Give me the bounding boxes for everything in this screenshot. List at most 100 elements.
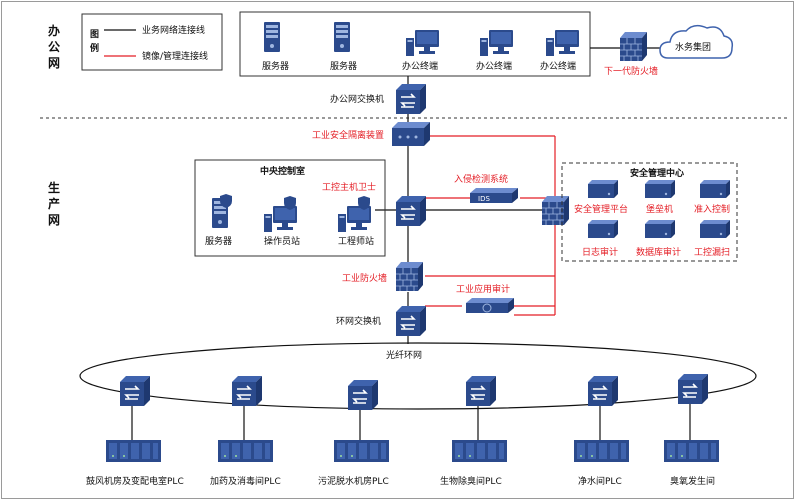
cloud-label: 水务集团	[675, 41, 711, 53]
office-device-box	[239, 11, 591, 77]
ring-node-3[interactable]	[347, 379, 379, 440]
server-icon	[334, 22, 350, 52]
industrial-firewall-label: 工业防火墙	[342, 272, 387, 284]
ring-node-1[interactable]	[119, 375, 151, 440]
control-room-box	[194, 159, 386, 257]
server-icon	[264, 22, 280, 52]
plc-rack-icon	[574, 440, 629, 462]
plc-rack-icon	[664, 440, 719, 462]
terminal-icon	[406, 30, 439, 56]
plc-4[interactable]: 生物除臭间PLC	[440, 440, 507, 487]
app-audit-label: 工业应用审计	[456, 283, 510, 295]
plc-5-label: 净水间PLC	[578, 475, 622, 487]
water-group-cloud[interactable]: 水务集团	[659, 24, 734, 59]
plc-4-label: 生物除臭间PLC	[440, 475, 502, 487]
plc-6[interactable]: 臭氧发生间	[664, 440, 719, 487]
security-platform[interactable]: 安全管理平台	[574, 180, 628, 215]
legend-title-1: 图	[90, 29, 99, 40]
ring-node-6[interactable]	[677, 373, 709, 440]
isolation-device[interactable]: 工业安全隔离装置	[312, 122, 430, 146]
plc-1-label: 鼓风机房及变配电室PLC	[86, 475, 184, 487]
vulnerability-scanner[interactable]: 工控漏扫	[694, 220, 730, 258]
ring-node-4[interactable]	[465, 375, 497, 440]
control-room-server-label: 服务器	[205, 235, 232, 247]
plc-3-label: 污泥脱水机房PLC	[318, 475, 389, 487]
bastion-host-label: 堡垒机	[646, 203, 673, 215]
legend: 图 例 业务网络连接线 镜像/管理连接线	[81, 13, 223, 71]
bastion-host[interactable]: 堡垒机	[645, 180, 675, 215]
office-terminal-3-label: 办公终端	[540, 60, 576, 72]
ids-appliance[interactable]: 入侵检测系统 IDS	[454, 173, 518, 203]
log-audit-label: 日志审计	[582, 246, 618, 258]
zone-label-office-3: 网	[48, 56, 60, 70]
zone-label-prod-3: 网	[48, 213, 60, 227]
management-lines	[425, 135, 556, 316]
plc-1[interactable]: 鼓风机房及变配电室PLC	[86, 440, 184, 487]
next-gen-firewall[interactable]: 下一代防火墙	[604, 31, 658, 77]
office-terminal-1-label: 办公终端	[402, 60, 438, 72]
ring-switch-label: 环网交换机	[336, 315, 381, 327]
database-audit-icon	[645, 220, 675, 238]
control-room-title: 中央控制室	[260, 165, 305, 177]
security-platform-icon	[588, 180, 618, 198]
cloud-icon	[659, 24, 734, 59]
engineer-station-label: 工程师站	[338, 235, 374, 247]
switch-icon	[395, 83, 427, 115]
office-server-2[interactable]: 服务器	[330, 22, 357, 72]
engineer-station[interactable]: 工程师站	[338, 196, 374, 247]
firewall-icon	[619, 31, 648, 62]
ids-label: 入侵检测系统	[454, 173, 508, 185]
plc-rack-icon	[218, 440, 273, 462]
security-center-title: 安全管理中心	[630, 167, 684, 179]
office-server-2-label: 服务器	[330, 60, 357, 72]
host-guard-label: 工控主机卫士	[322, 181, 376, 193]
office-server-1[interactable]: 服务器	[262, 22, 289, 72]
switch-icon	[465, 375, 497, 407]
ring-node-5[interactable]	[587, 375, 619, 440]
log-audit[interactable]: 日志审计	[582, 220, 618, 258]
switch-icon	[587, 375, 619, 407]
globe-icon	[482, 303, 492, 313]
plc-3[interactable]: 污泥脱水机房PLC	[318, 440, 389, 487]
plc-2[interactable]: 加药及消毒间PLC	[210, 440, 281, 487]
access-control-label: 准入控制	[694, 203, 730, 215]
switch-icon	[347, 379, 379, 411]
industrial-firewall[interactable]: 工业防火墙	[342, 261, 424, 292]
ring-switch[interactable]: 环网交换机	[336, 305, 427, 337]
core-switch[interactable]	[395, 195, 427, 227]
zone-label-office-2: 公	[48, 40, 60, 54]
legend-title-2: 例	[90, 42, 99, 54]
operator-station-label: 操作员站	[264, 235, 300, 247]
access-control[interactable]: 准入控制	[694, 180, 730, 215]
database-audit-label: 数据库审计	[636, 246, 681, 258]
control-room-server[interactable]: 服务器	[205, 194, 232, 247]
ring-node-2[interactable]	[231, 375, 263, 440]
ids-badge: IDS	[478, 195, 490, 203]
mgmt-firewall[interactable]	[541, 195, 570, 226]
plc-6-label: 臭氧发生间	[670, 475, 715, 487]
database-audit[interactable]: 数据库审计	[636, 220, 681, 258]
plc-2-label: 加药及消毒间PLC	[210, 475, 281, 487]
zone-label-prod-1: 生	[48, 180, 60, 195]
switch-icon	[395, 195, 427, 227]
office-terminal-2[interactable]: 办公终端	[476, 30, 513, 72]
app-audit[interactable]: 工业应用审计	[456, 283, 514, 313]
access-control-icon	[700, 180, 730, 198]
bastion-host-icon	[645, 180, 675, 198]
firewall-icon	[395, 261, 424, 292]
office-terminal-3[interactable]: 办公终端	[540, 30, 579, 72]
legend-business-label: 业务网络连接线	[142, 24, 205, 36]
operator-station[interactable]: 操作员站	[264, 196, 300, 247]
security-center-box	[561, 162, 738, 262]
office-switch[interactable]: 办公网交换机	[330, 83, 427, 115]
security-platform-label: 安全管理平台	[574, 203, 628, 215]
vulnerability-scanner-icon	[700, 220, 730, 238]
zone-label-prod-2: 产	[48, 196, 60, 211]
plc-rack-icon	[106, 440, 161, 462]
plc-5[interactable]: 净水间PLC	[574, 440, 629, 487]
terminal-icon	[338, 206, 371, 232]
office-terminal-1[interactable]: 办公终端	[402, 30, 439, 72]
legend-mgmt-label: 镜像/管理连接线	[142, 50, 208, 62]
